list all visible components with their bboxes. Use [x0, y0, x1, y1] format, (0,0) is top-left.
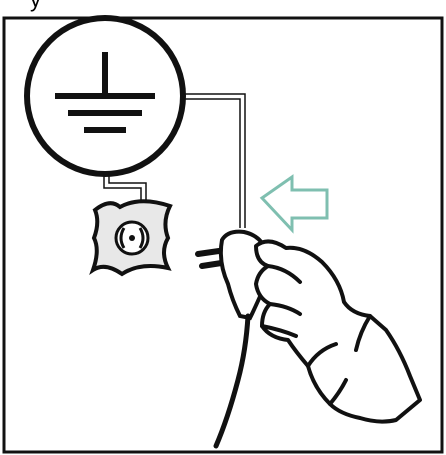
ground-wire-to-socket [103, 173, 147, 205]
ground-wire-to-plug [183, 93, 246, 228]
insert-arrow-icon [259, 174, 329, 234]
hand-icon [254, 239, 422, 424]
wall-socket-icon [89, 199, 173, 277]
caption-fragment: y [30, 0, 41, 13]
figure-frame [2, 16, 444, 454]
ground-symbol-icon [24, 15, 186, 177]
power-cable-icon [213, 313, 251, 449]
